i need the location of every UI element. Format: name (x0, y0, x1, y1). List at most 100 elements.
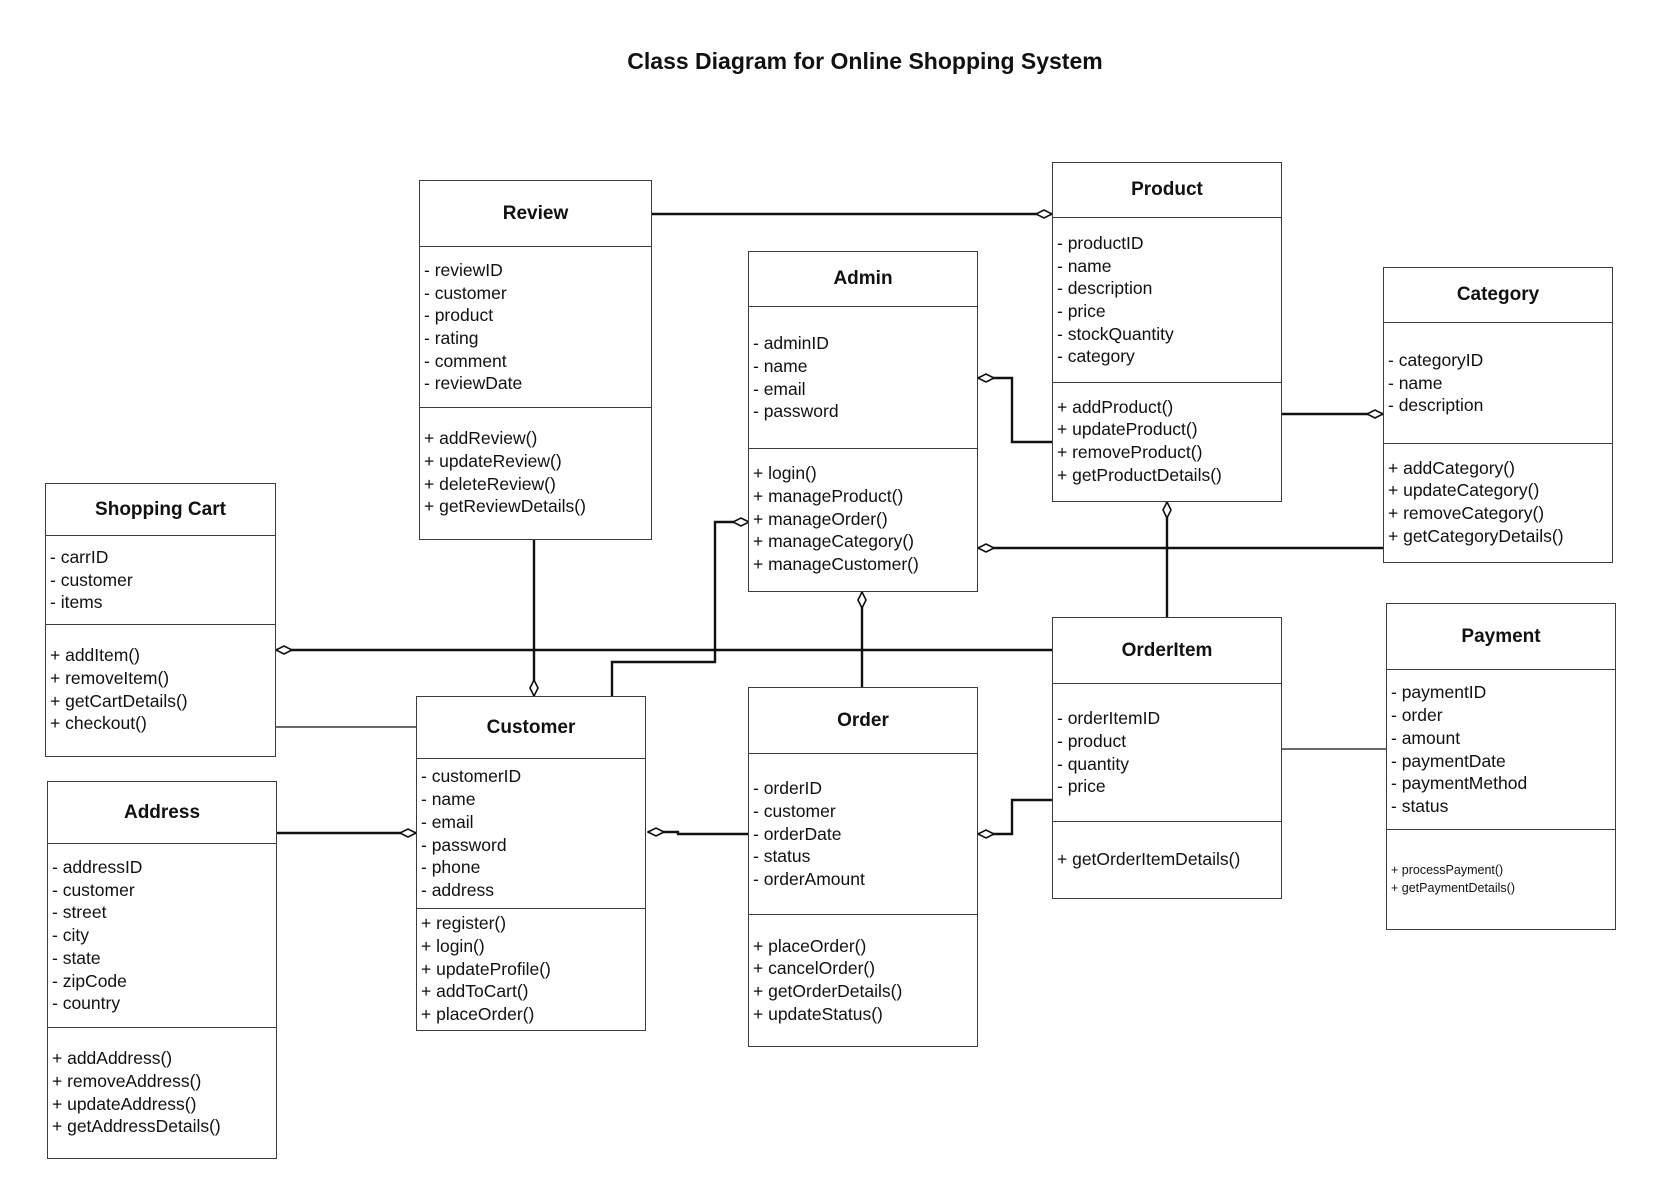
attribute: - paymentID (1391, 682, 1487, 703)
method: + login() (753, 463, 817, 484)
method: + getOrderDetails() (753, 981, 903, 1001)
attribute: - price (1057, 301, 1106, 321)
attribute: - password (753, 401, 839, 422)
attribute: - reviewID (424, 259, 503, 280)
method: + getCartDetails() (50, 690, 188, 711)
attribute: - email (753, 378, 806, 399)
method: + addCategory() (1388, 457, 1515, 478)
class-review-methods: + addReview() + updateReview() + deleteR… (420, 408, 651, 537)
class-payment-name: Payment (1387, 604, 1615, 670)
class-category[interactable]: Category - categoryID - name - descripti… (1383, 267, 1613, 563)
class-admin-name: Admin (749, 252, 977, 307)
attribute: - categoryID (1388, 349, 1484, 370)
class-order-name: Order (749, 688, 977, 754)
attribute: - city (52, 925, 89, 946)
attribute: - state (52, 947, 101, 968)
method: + getPaymentDetails() (1391, 881, 1516, 895)
class-category-attributes: - categoryID - name - description (1384, 323, 1612, 444)
class-order-item[interactable]: OrderItem - orderItemID - product - quan… (1052, 617, 1282, 899)
method: + removeItem() (50, 667, 170, 688)
class-order[interactable]: Order - orderID - customer - orderDate -… (748, 687, 978, 1047)
method: + placeOrder() (421, 1004, 535, 1025)
class-category-methods: + addCategory() + updateCategory() + rem… (1384, 444, 1612, 560)
attribute: - password (421, 834, 507, 855)
method: + manageCustomer() (753, 554, 919, 575)
class-product-methods: + addProduct() + updateProduct() + remov… (1053, 383, 1281, 499)
class-address-name: Address (48, 782, 276, 844)
class-shopping-cart-name: Shopping Cart (46, 484, 275, 536)
attribute: - addressID (52, 857, 143, 878)
method: + addItem() (50, 645, 140, 666)
method: + manageProduct() (753, 485, 904, 506)
class-address-methods: + addAddress() + removeAddress() + updat… (48, 1028, 276, 1157)
class-admin[interactable]: Admin - adminID - name - email - passwor… (748, 251, 978, 592)
method: + register() (421, 913, 507, 934)
class-admin-attributes: - adminID - name - email - password (749, 307, 977, 449)
attribute: - amount (1391, 727, 1461, 748)
class-shopping-cart[interactable]: Shopping Cart - carrID - customer - item… (45, 483, 276, 757)
attribute: - stockQuantity (1057, 323, 1174, 344)
class-payment[interactable]: Payment - paymentID - order - amount - p… (1386, 603, 1616, 930)
method: + updateReview() (424, 450, 562, 471)
method: + addProduct() (1057, 396, 1174, 417)
class-customer-attributes: - customerID - name - email - password -… (417, 759, 645, 909)
method: + removeProduct() (1057, 442, 1203, 462)
method: + getOrderItemDetails() (1057, 849, 1241, 870)
class-order-methods: + placeOrder() + cancelOrder() + getOrde… (749, 915, 977, 1045)
class-address[interactable]: Address - addressID - customer - street … (47, 781, 277, 1159)
attribute: - email (421, 811, 474, 832)
method: + removeCategory() (1388, 503, 1545, 523)
method: + getAddressDetails() (52, 1116, 221, 1137)
order-customer-link (648, 832, 748, 834)
class-shopping-cart-attributes: - carrID - customer - items (46, 536, 275, 625)
attribute: - customer (50, 569, 133, 590)
attribute: - quantity (1057, 753, 1129, 774)
attribute: - product (424, 305, 494, 326)
class-review[interactable]: Review - reviewID - customer - product -… (419, 180, 652, 540)
attribute: - rating (424, 328, 479, 348)
attribute: - description (1057, 278, 1153, 299)
attribute: - status (1391, 795, 1449, 816)
method: + updateProfile() (421, 958, 551, 979)
class-customer[interactable]: Customer - customerID - name - email - p… (416, 696, 646, 1031)
attribute: - order (1391, 705, 1443, 726)
method: + updateCategory() (1388, 480, 1540, 501)
method: + manageOrder() (753, 508, 888, 529)
attribute: - status (753, 846, 811, 867)
class-order-item-methods: + getOrderItemDetails() (1053, 822, 1281, 897)
class-admin-methods: + login() + manageProduct() + manageOrde… (749, 449, 977, 589)
attribute: - comment (424, 350, 507, 371)
attribute: - adminID (753, 333, 829, 354)
attribute: - category (1057, 346, 1135, 367)
attribute: - orderID (753, 778, 823, 799)
attribute: - items (50, 592, 103, 613)
order-orderitem-link (978, 798, 1052, 834)
method: + manageCategory() (753, 531, 914, 552)
attribute: - orderAmount (753, 869, 865, 890)
method: + getProductDetails() (1057, 464, 1222, 485)
attribute: - name (421, 789, 476, 810)
attribute: - carrID (50, 546, 109, 567)
attribute: - paymentDate (1391, 750, 1506, 771)
attribute: - customer (424, 282, 507, 303)
class-product-name: Product (1053, 163, 1281, 218)
product-admin-link (978, 378, 1052, 444)
customer-admin-link (610, 522, 749, 696)
class-customer-methods: + register() + login() + updateProfile()… (417, 909, 645, 1029)
method: + login() (421, 935, 485, 956)
attribute: - address (421, 879, 494, 900)
method: + updateAddress() (52, 1093, 197, 1114)
class-product[interactable]: Product - productID - name - description… (1052, 162, 1282, 502)
attribute: - orderItemID (1057, 708, 1161, 729)
method: + getCategoryDetails() (1388, 525, 1564, 546)
attribute: - reviewDate (424, 373, 523, 394)
attribute: - zipCode (52, 970, 127, 991)
attribute: - paymentMethod (1391, 773, 1528, 794)
method: + cancelOrder() (753, 958, 876, 979)
method: + updateProduct() (1057, 419, 1198, 440)
class-payment-attributes: - paymentID - order - amount - paymentDa… (1387, 670, 1615, 830)
method: + getReviewDetails() (424, 496, 586, 517)
method: + checkout() (50, 713, 147, 734)
class-review-name: Review (420, 181, 651, 247)
